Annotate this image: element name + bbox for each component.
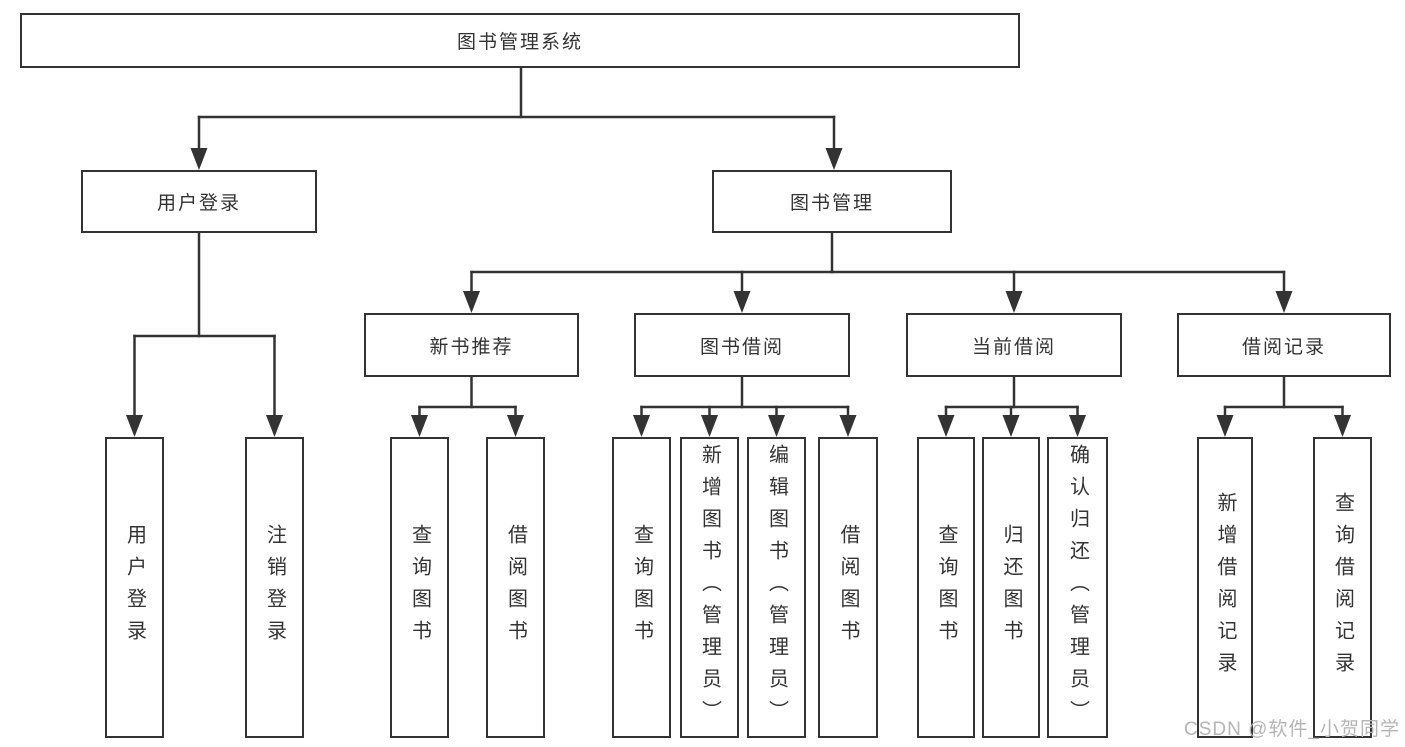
node-label: 当前借阅 (971, 336, 1056, 358)
leaf-label: 查询图书 (630, 523, 653, 652)
arrow-down-icon (701, 415, 718, 437)
arrow-down-icon (1334, 415, 1351, 437)
arrow-down-icon (937, 415, 955, 437)
leaf-label: 确认归还（管理员） (1066, 443, 1089, 732)
watermark-csdn: CSDN @软件_小贺同学 (1184, 719, 1400, 740)
node-new-book-recommend: 新书推荐 (364, 313, 579, 377)
node-library-system: 图书管理系统 (20, 13, 1020, 68)
arrowhead-group (126, 148, 1351, 437)
arrow-down-icon (126, 415, 143, 437)
arrow-down-icon (1216, 415, 1234, 437)
leaf-label: 新增借阅记录 (1214, 491, 1236, 684)
leaf-query-books-recommend: 查询图书 (390, 437, 449, 738)
leaf-logout: 注销登录 (245, 437, 304, 738)
arrow-down-icon (733, 291, 751, 313)
leaf-user-login: 用户登录 (105, 437, 164, 738)
node-label: 图书管理系统 (456, 32, 583, 53)
arrow-down-icon (1002, 415, 1020, 437)
leaf-query-books-current: 查询图书 (917, 437, 975, 738)
leaf-label: 借阅图书 (837, 523, 859, 652)
arrow-down-icon (839, 415, 857, 437)
leaf-borrow-books-recommend: 借阅图书 (486, 437, 545, 738)
leaf-add-books-admin: 新增图书（管理员） (680, 437, 739, 738)
arrow-down-icon (633, 415, 650, 437)
leaf-edit-books-admin: 编辑图书（管理员） (747, 437, 806, 738)
leaf-query-borrow-record: 查询借阅记录 (1313, 437, 1372, 738)
leaf-label: 查询借阅记录 (1331, 491, 1354, 684)
leaf-label: 注销登录 (263, 523, 286, 652)
arrow-down-icon (1005, 291, 1023, 313)
leaf-label: 归还图书 (1000, 523, 1022, 652)
arrow-down-icon (411, 415, 428, 437)
node-label: 新书推荐 (429, 336, 514, 358)
arrow-down-icon (768, 415, 785, 437)
node-book-borrow: 图书借阅 (634, 313, 850, 377)
arrow-down-icon (825, 148, 843, 170)
arrow-down-icon (507, 415, 524, 437)
node-label: 用户登录 (156, 193, 241, 214)
leaf-label: 查询图书 (935, 523, 957, 652)
node-label: 图书借阅 (699, 336, 784, 358)
leaf-label: 新增图书（管理员） (698, 443, 721, 732)
arrow-down-icon (1069, 415, 1086, 437)
leaf-return-books: 归还图书 (982, 437, 1040, 738)
arrow-down-icon (463, 291, 480, 313)
leaf-confirm-return-admin: 确认归还（管理员） (1047, 437, 1108, 738)
leaf-query-books-borrow: 查询图书 (612, 437, 671, 738)
leaf-label: 用户登录 (123, 523, 146, 652)
node-borrow-records: 借阅记录 (1177, 313, 1391, 377)
leaf-borrow-books: 借阅图书 (818, 437, 878, 738)
node-user-login: 用户登录 (81, 170, 317, 233)
leaf-label: 查询图书 (408, 523, 431, 652)
node-label: 借阅记录 (1241, 336, 1326, 358)
leaf-label: 借阅图书 (504, 523, 527, 652)
arrow-down-icon (266, 415, 283, 437)
node-current-borrow: 当前借阅 (906, 313, 1122, 377)
node-book-management: 图书管理 (712, 170, 952, 233)
arrow-down-icon (1275, 291, 1293, 313)
arrow-down-icon (190, 148, 208, 170)
leaf-label: 编辑图书（管理员） (765, 443, 788, 732)
node-label: 图书管理 (789, 193, 874, 214)
leaf-add-borrow-record: 新增借阅记录 (1197, 437, 1253, 738)
